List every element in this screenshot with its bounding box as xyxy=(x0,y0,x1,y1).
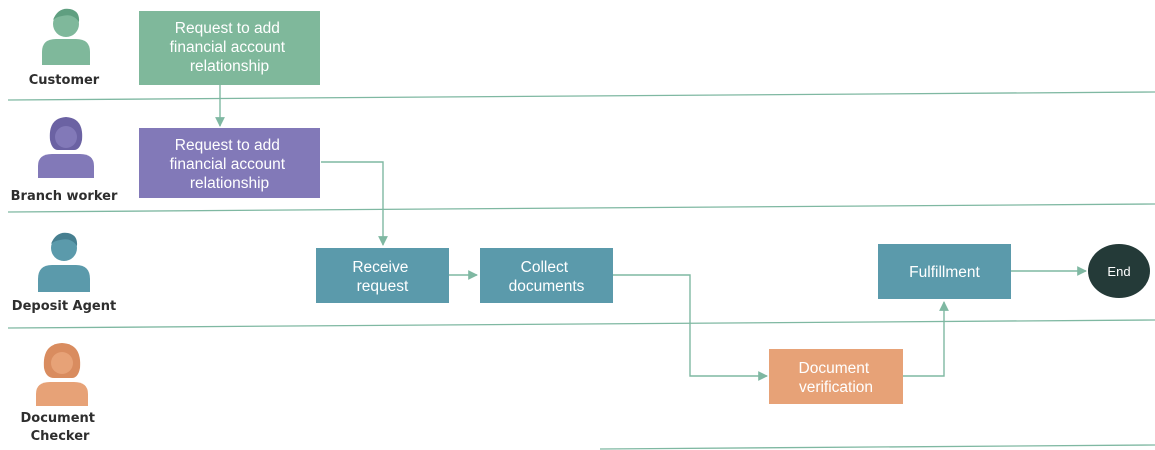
lane-separator xyxy=(7,91,1155,101)
lane-label: Customer xyxy=(29,73,100,88)
node-box xyxy=(878,244,1011,299)
lane-deposit-agent: Deposit Agent xyxy=(12,232,116,314)
node-box xyxy=(480,248,613,303)
lane-label: Branch worker xyxy=(11,189,118,204)
lane-separator xyxy=(7,319,1155,329)
connector-verification-to-fulfillment xyxy=(903,301,949,377)
node-document-verification: Document verification xyxy=(769,349,903,404)
female-person-icon xyxy=(38,117,94,178)
node-label: Request to add financial account relatio… xyxy=(170,137,290,192)
lane-label: Deposit Agent xyxy=(12,299,116,314)
lane-separator xyxy=(7,203,1155,213)
node-box xyxy=(139,11,320,85)
node-box xyxy=(769,349,903,404)
end-circle xyxy=(1088,244,1150,298)
end-label: End xyxy=(1107,264,1130,279)
lane-customer: Customer xyxy=(29,8,100,88)
node-receive-request: Receive request xyxy=(316,248,449,303)
node-box xyxy=(316,248,449,303)
male-person-icon xyxy=(38,232,90,292)
node-label: Document verification xyxy=(799,360,874,396)
node-label: Collect documents xyxy=(509,259,585,295)
connector-branch-to-receive xyxy=(321,161,388,246)
lane-separator xyxy=(599,444,1155,450)
node-label: Receive request xyxy=(352,259,412,295)
connectors xyxy=(215,85,1087,381)
node-label: Request to add financial account relatio… xyxy=(170,20,290,75)
node-fulfillment: Fulfillment xyxy=(878,244,1011,299)
lane-branch-worker: Branch worker xyxy=(11,117,118,204)
node-end: End xyxy=(1088,244,1150,298)
lane-label: Document Checker xyxy=(20,411,99,444)
lane-document-checker: Document Checker xyxy=(20,343,99,444)
node-collect-documents: Collect documents xyxy=(480,248,613,303)
node-label: Fulfillment xyxy=(909,264,980,281)
female-person-icon xyxy=(36,343,88,406)
connector-collect-to-verification xyxy=(613,274,768,381)
node-customer-request: Request to add financial account relatio… xyxy=(139,11,320,85)
male-person-icon xyxy=(42,8,90,65)
node-branch-request: Request to add financial account relatio… xyxy=(139,128,320,198)
node-box xyxy=(139,128,320,198)
